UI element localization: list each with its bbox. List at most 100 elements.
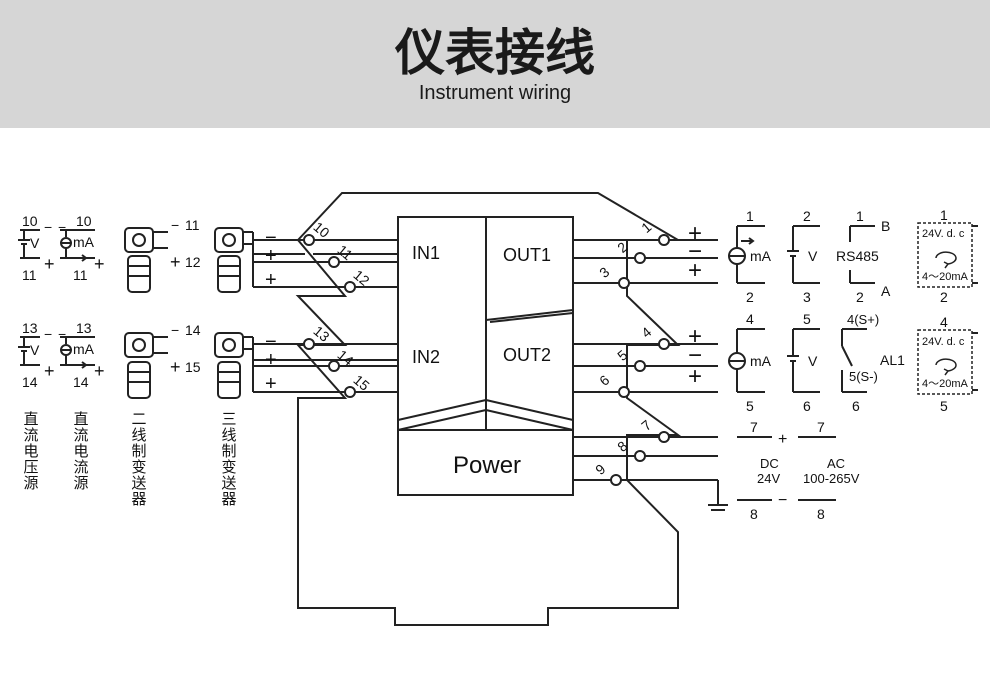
dc-label: DC — [760, 456, 779, 471]
in2-label: IN2 — [412, 347, 440, 367]
ac-value: 100-265V — [803, 471, 860, 486]
three-wire-transmitter-1 — [214, 227, 254, 293]
out2-current-unit: mA — [750, 353, 772, 369]
dc-top-terminal: 7 — [750, 419, 758, 435]
vsrc2-unit: V — [30, 342, 40, 358]
voltage-source-2 — [18, 336, 40, 366]
tri1-plus-1: + — [265, 245, 277, 267]
isrc2-bottom-terminal: 14 — [73, 374, 89, 390]
terminal-7: 7 — [638, 417, 654, 434]
left-terminal-circles — [303, 234, 356, 398]
rs485-b: B — [881, 218, 890, 234]
out2-voltage-bottom: 6 — [803, 398, 811, 414]
out2-loop-box — [917, 329, 978, 395]
left-terminal-wires — [253, 239, 398, 393]
tw2-minus-sign: − — [171, 322, 179, 338]
dc-minus: − — [778, 492, 787, 509]
out1-voltage-top: 2 — [803, 208, 811, 224]
out2-label: OUT2 — [503, 345, 551, 365]
tri2-plus-2: + — [265, 373, 277, 395]
tri2-minus: − — [265, 331, 277, 353]
out1-current-top: 1 — [746, 208, 754, 224]
out1-rs485-symbol — [849, 225, 875, 284]
ac-label: AC — [827, 456, 845, 471]
terminal-3: 3 — [596, 264, 612, 281]
out1-voltage-unit: V — [808, 248, 818, 264]
out1-current-symbol — [728, 225, 765, 284]
out1-plus-sign-2: + — [688, 257, 702, 284]
power-dc-symbol — [737, 436, 772, 501]
out2-voltage-unit: V — [808, 353, 818, 369]
out1-plus-sign: + — [688, 220, 702, 247]
out2-current-bottom: 5 — [746, 398, 754, 414]
right-terminal-wires — [573, 239, 728, 511]
in1-label: IN1 — [412, 243, 440, 263]
isrc2-plus: + — [94, 361, 105, 381]
isrc1-bottom-terminal: 11 — [73, 267, 88, 283]
rs485-top-terminal: 1 — [856, 208, 864, 224]
out1-voltage-symbol — [787, 225, 820, 284]
tw2-plus-terminal: 15 — [185, 359, 201, 375]
out1-current-unit: mA — [750, 248, 772, 264]
rs485-bottom-terminal: 2 — [856, 289, 864, 305]
out2-voltage-top: 5 — [803, 311, 811, 327]
caption-three-wire: 三线制变送器 — [221, 410, 237, 508]
three-wire-transmitter-2 — [214, 332, 254, 399]
current-source-2 — [60, 336, 95, 369]
vsrc1-bottom-terminal: 11 — [22, 267, 37, 283]
isrc1-plus: + — [94, 254, 105, 274]
alarm-s-minus: 5(S-) — [849, 369, 878, 384]
tri1-plus-2: + — [265, 269, 277, 291]
isrc1-minus: − — [58, 219, 66, 235]
two-wire-transmitter-1 — [124, 227, 168, 293]
out1-label: OUT1 — [503, 245, 551, 265]
ac-bottom-terminal: 8 — [817, 506, 825, 522]
alarm-bottom: 6 — [852, 398, 860, 414]
two-wire-transmitter-2 — [124, 332, 168, 399]
vsrc1-unit: V — [30, 235, 40, 251]
terminal-9: 9 — [592, 461, 608, 478]
out2-current-top: 4 — [746, 311, 754, 327]
tw1-plus-sign: + — [170, 252, 181, 272]
caption-current-source: 直流电流源 — [73, 410, 89, 492]
current-source-1 — [60, 229, 95, 262]
vsrc2-top-terminal: 13 — [22, 320, 38, 336]
out2-minus-sign: − — [688, 342, 702, 369]
tw2-minus-terminal: 14 — [185, 322, 201, 338]
out2-loop-supply: 24V. d. c — [922, 336, 965, 348]
dc-value: 24V — [757, 471, 780, 486]
tw1-plus-terminal: 12 — [185, 254, 201, 270]
out1-loop-box — [917, 222, 978, 288]
isrc1-unit: mA — [73, 234, 95, 250]
out1-loop-supply: 24V. d. c — [922, 228, 965, 240]
out1-loop-range: 4～20mA — [922, 271, 969, 283]
out2-loop-top: 4 — [940, 314, 948, 330]
out2-voltage-symbol — [787, 328, 820, 393]
out1-loop-bottom: 2 — [940, 289, 948, 305]
isrc1-top-terminal: 10 — [76, 213, 92, 229]
vsrc1-minus: − — [44, 219, 52, 235]
vsrc2-minus: − — [44, 326, 52, 342]
tw1-minus-terminal: 11 — [185, 217, 200, 233]
terminal-2: 2 — [614, 239, 630, 256]
tw1-minus-sign: − — [171, 217, 179, 233]
out2-loop-range: 4～20mA — [922, 378, 969, 390]
out1-minus-sign: − — [688, 238, 702, 265]
vsrc2-bottom-terminal: 14 — [22, 374, 38, 390]
out2-plus-sign-2: + — [688, 363, 702, 390]
terminal-8: 8 — [614, 438, 630, 455]
isrc2-minus: − — [58, 326, 66, 342]
isrc2-top-terminal: 13 — [76, 320, 92, 336]
alarm-label: AL1 — [880, 352, 905, 368]
terminal-4: 4 — [638, 324, 654, 341]
out2-alarm-symbol — [841, 328, 867, 393]
out2-loop-bottom: 5 — [940, 398, 948, 414]
out2-current-symbol — [728, 328, 765, 393]
alarm-s-plus: 4(S+) — [847, 312, 879, 327]
terminal-6: 6 — [596, 372, 612, 389]
out1-current-bottom: 2 — [746, 289, 754, 305]
out1-loop-top: 1 — [940, 207, 948, 223]
caption-two-wire: 二线制变送器 — [131, 410, 147, 508]
vsrc1-top-terminal: 10 — [22, 213, 38, 229]
